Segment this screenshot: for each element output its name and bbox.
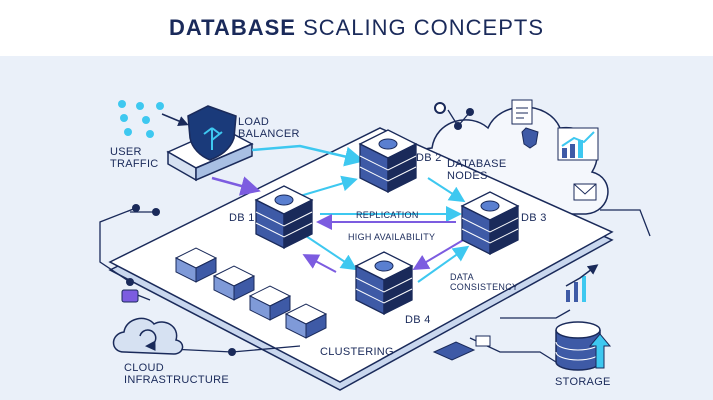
small-device-icon: [432, 335, 491, 361]
database-nodes-label: DATABASE NODES: [447, 158, 507, 182]
growth-chart-icon: [565, 264, 599, 302]
db1-server: [254, 185, 314, 250]
chip-icon: [121, 289, 139, 303]
db1-label: DB 1: [229, 212, 255, 224]
db4-server: [354, 251, 414, 316]
db2-server: [358, 129, 418, 194]
replication-label: REPLICATION: [356, 210, 419, 220]
page-title: DATABASE SCALING CONCEPTS: [169, 15, 544, 41]
cloud-icon: [112, 317, 184, 355]
db3-server: [460, 191, 520, 256]
chart-icon: [557, 127, 599, 161]
high-availability-label: HIGH AVAILABILITY: [348, 232, 436, 242]
db2-label: DB 2: [416, 152, 442, 164]
cloud-infrastructure-label: CLOUD INFRASTRUCTURE: [124, 362, 230, 386]
storage-label: STORAGE: [555, 376, 611, 388]
document-icon: [511, 99, 533, 125]
clustering-label: CLUSTERING: [320, 346, 394, 358]
mail-icon: [573, 183, 597, 201]
title-bold: DATABASE: [168, 15, 296, 40]
storage-cylinder: [555, 321, 612, 371]
check-shield-icon: [521, 127, 539, 149]
user-traffic-dots: [118, 100, 164, 138]
db-server-stacks: [254, 129, 520, 316]
title-rest: SCALING CONCEPTS: [295, 15, 544, 40]
user-traffic-label: USER TRAFFIC: [110, 146, 159, 170]
cluster-servers: [174, 247, 328, 339]
data-consistency-label: DATA CONSISTENCY: [450, 272, 519, 292]
db3-label: DB 3: [521, 212, 547, 224]
shield-icon: [187, 105, 237, 161]
db4-label: DB 4: [405, 314, 431, 326]
load-balancer-label: LOAD BALANCER: [238, 116, 300, 140]
title-band: DATABASE SCALING CONCEPTS: [0, 0, 713, 56]
